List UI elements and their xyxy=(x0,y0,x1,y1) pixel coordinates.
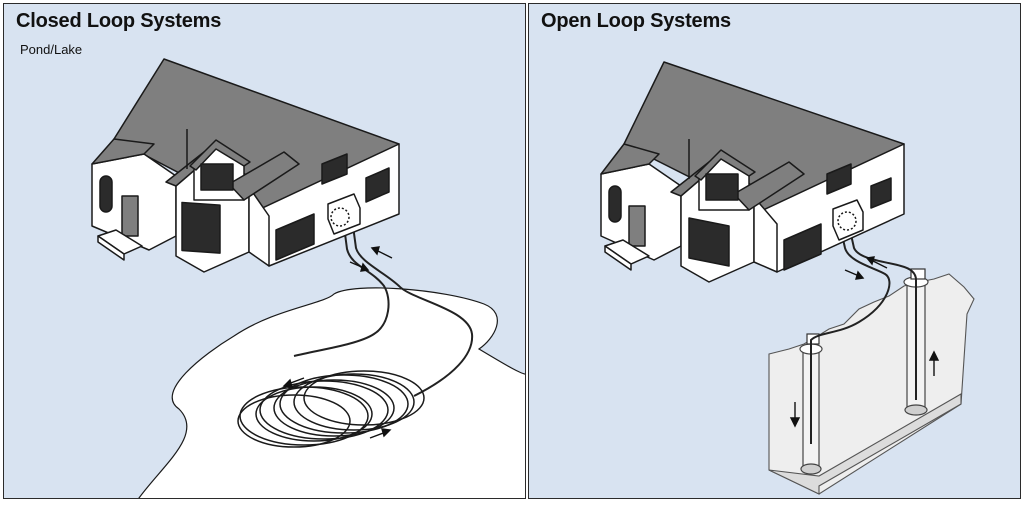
closed-loop-illustration xyxy=(91,58,525,498)
house-illustration xyxy=(91,58,400,273)
open-loop-illustration xyxy=(600,61,975,495)
supply-pipe xyxy=(810,229,891,444)
flow-arrow xyxy=(789,256,940,428)
open-loop-panel: Open Loop Systems xyxy=(528,3,1021,499)
closed-loop-panel: Closed Loop Systems Pond/Lake xyxy=(3,3,526,499)
coil-loop xyxy=(237,370,425,448)
flow-arrow xyxy=(282,246,393,439)
return-pipe xyxy=(849,229,917,400)
pond-ground xyxy=(138,287,525,498)
heat-pump-unit xyxy=(327,193,361,235)
closed-loop-title: Closed Loop Systems xyxy=(16,10,222,32)
open-loop-title: Open Loop Systems xyxy=(541,10,731,32)
soil-block xyxy=(768,273,975,495)
house-illustration xyxy=(600,61,905,283)
heat-pump-unit xyxy=(832,199,864,241)
pond-lake-label: Pond/Lake xyxy=(20,42,83,57)
